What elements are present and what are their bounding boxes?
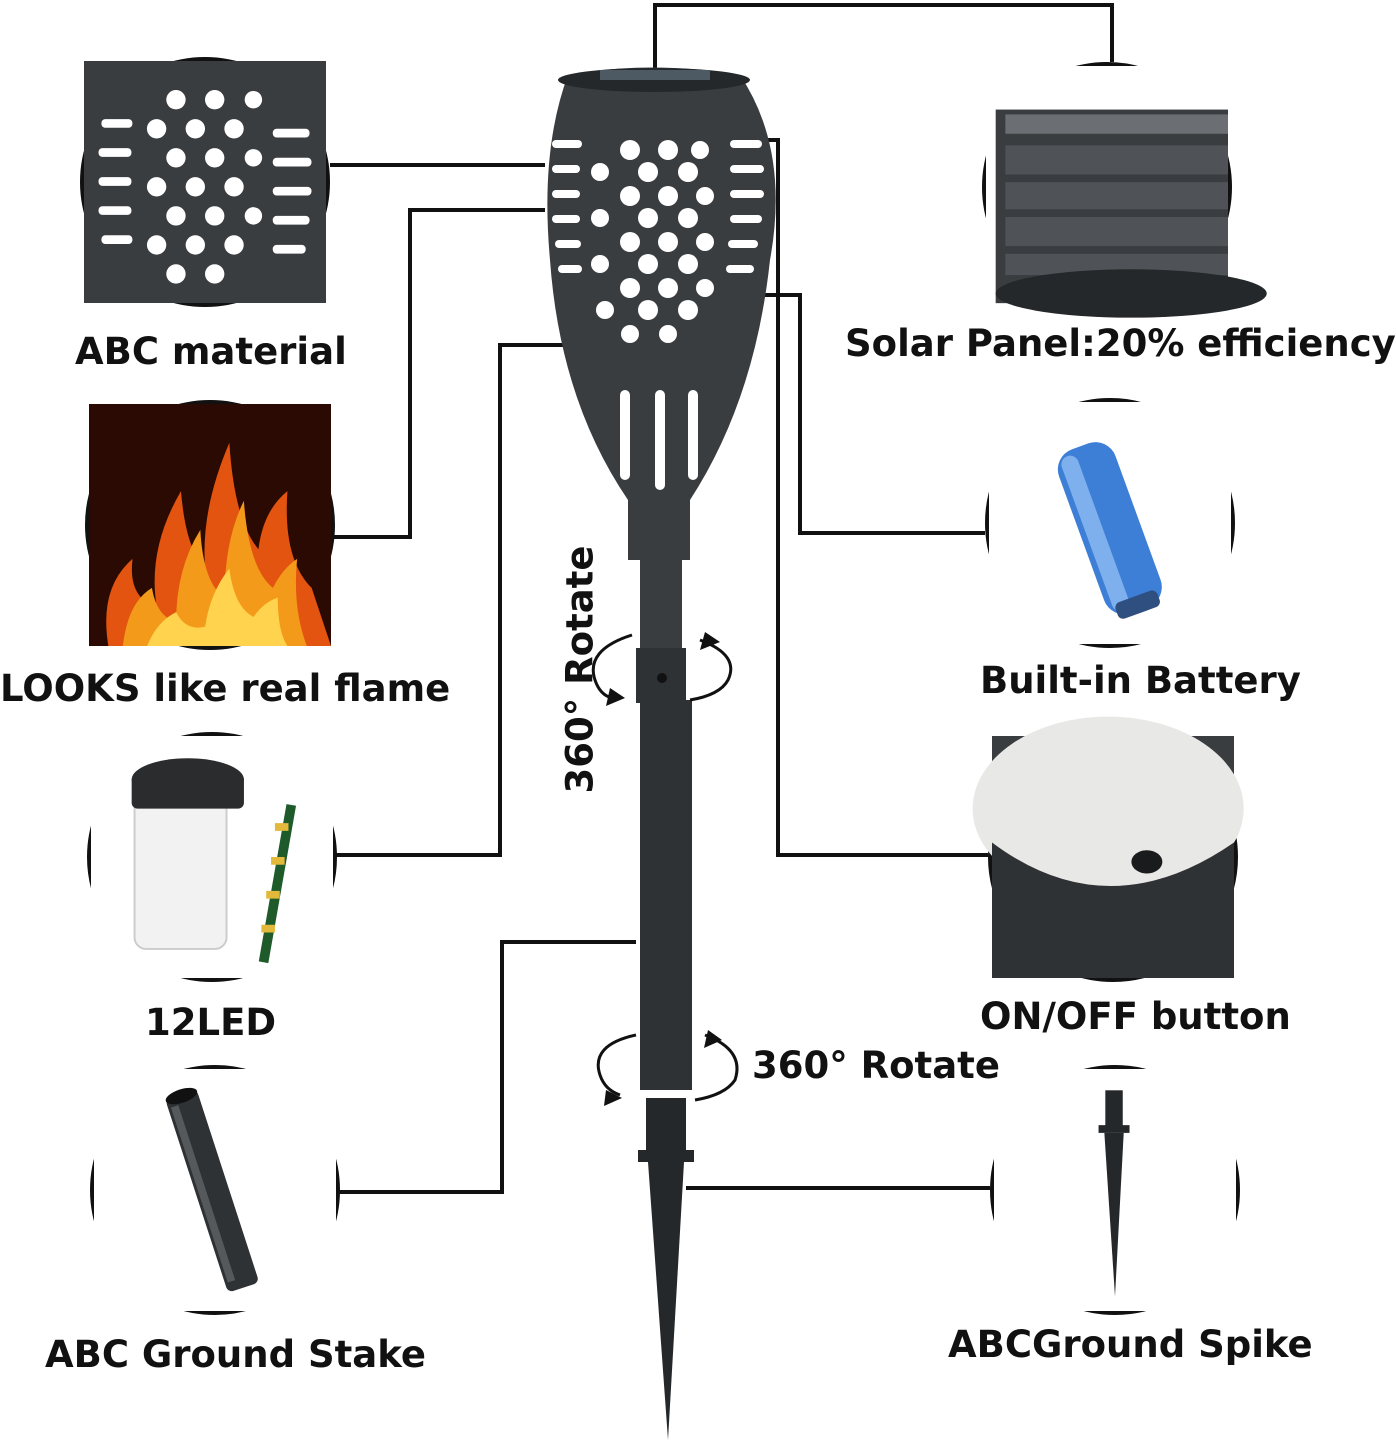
solar-panel-label: Solar Panel:20% efficiency [845, 322, 1396, 365]
spike-collar [638, 1150, 694, 1162]
leader-stake [338, 940, 636, 1194]
leader-onoff [760, 138, 988, 857]
torch-slots [552, 140, 764, 490]
solar-torch-diagram: ABC material Solar Panel:20% efficiency … [0, 3, 1396, 1440]
spike-top [646, 1098, 686, 1158]
stake-circle [90, 1065, 340, 1315]
torch-holes [591, 140, 714, 343]
torch-head [547, 67, 776, 560]
torch-product [547, 67, 776, 1440]
flame-label: LOOKS like real flame [0, 667, 451, 710]
spike-tip [648, 1162, 684, 1440]
solar-panel-circle [982, 62, 1267, 318]
rotate-arrows-lower [596, 1033, 739, 1102]
abc-material-circle [80, 57, 330, 307]
flame-circle [85, 400, 335, 650]
battery-circle [985, 398, 1235, 648]
leader-flame [332, 208, 545, 539]
diagram-canvas [330, 3, 1114, 1440]
onoff-label: ON/OFF button [980, 995, 1291, 1038]
battery-label: Built-in Battery [980, 659, 1301, 702]
rotate-arrows-upper [591, 633, 733, 702]
onoff-circle [972, 716, 1244, 982]
led-label: 12LED [145, 1001, 277, 1044]
torch-neck [640, 560, 682, 650]
leader-solar-panel [653, 3, 1114, 75]
torch-pole [640, 700, 692, 1090]
rotate-lower-label: 360° Rotate [752, 1044, 1000, 1087]
abc-material-label: ABC material [75, 330, 347, 373]
torch-joint-hole [657, 673, 667, 683]
spike-label: ABCGround Spike [948, 1323, 1313, 1366]
rotate-upper-label: 360° Rotate [558, 545, 602, 794]
stake-label: ABC Ground Stake [45, 1333, 426, 1376]
torch-solar-strip [600, 70, 710, 80]
spike-circle [990, 1065, 1240, 1315]
led-circle [87, 732, 337, 982]
